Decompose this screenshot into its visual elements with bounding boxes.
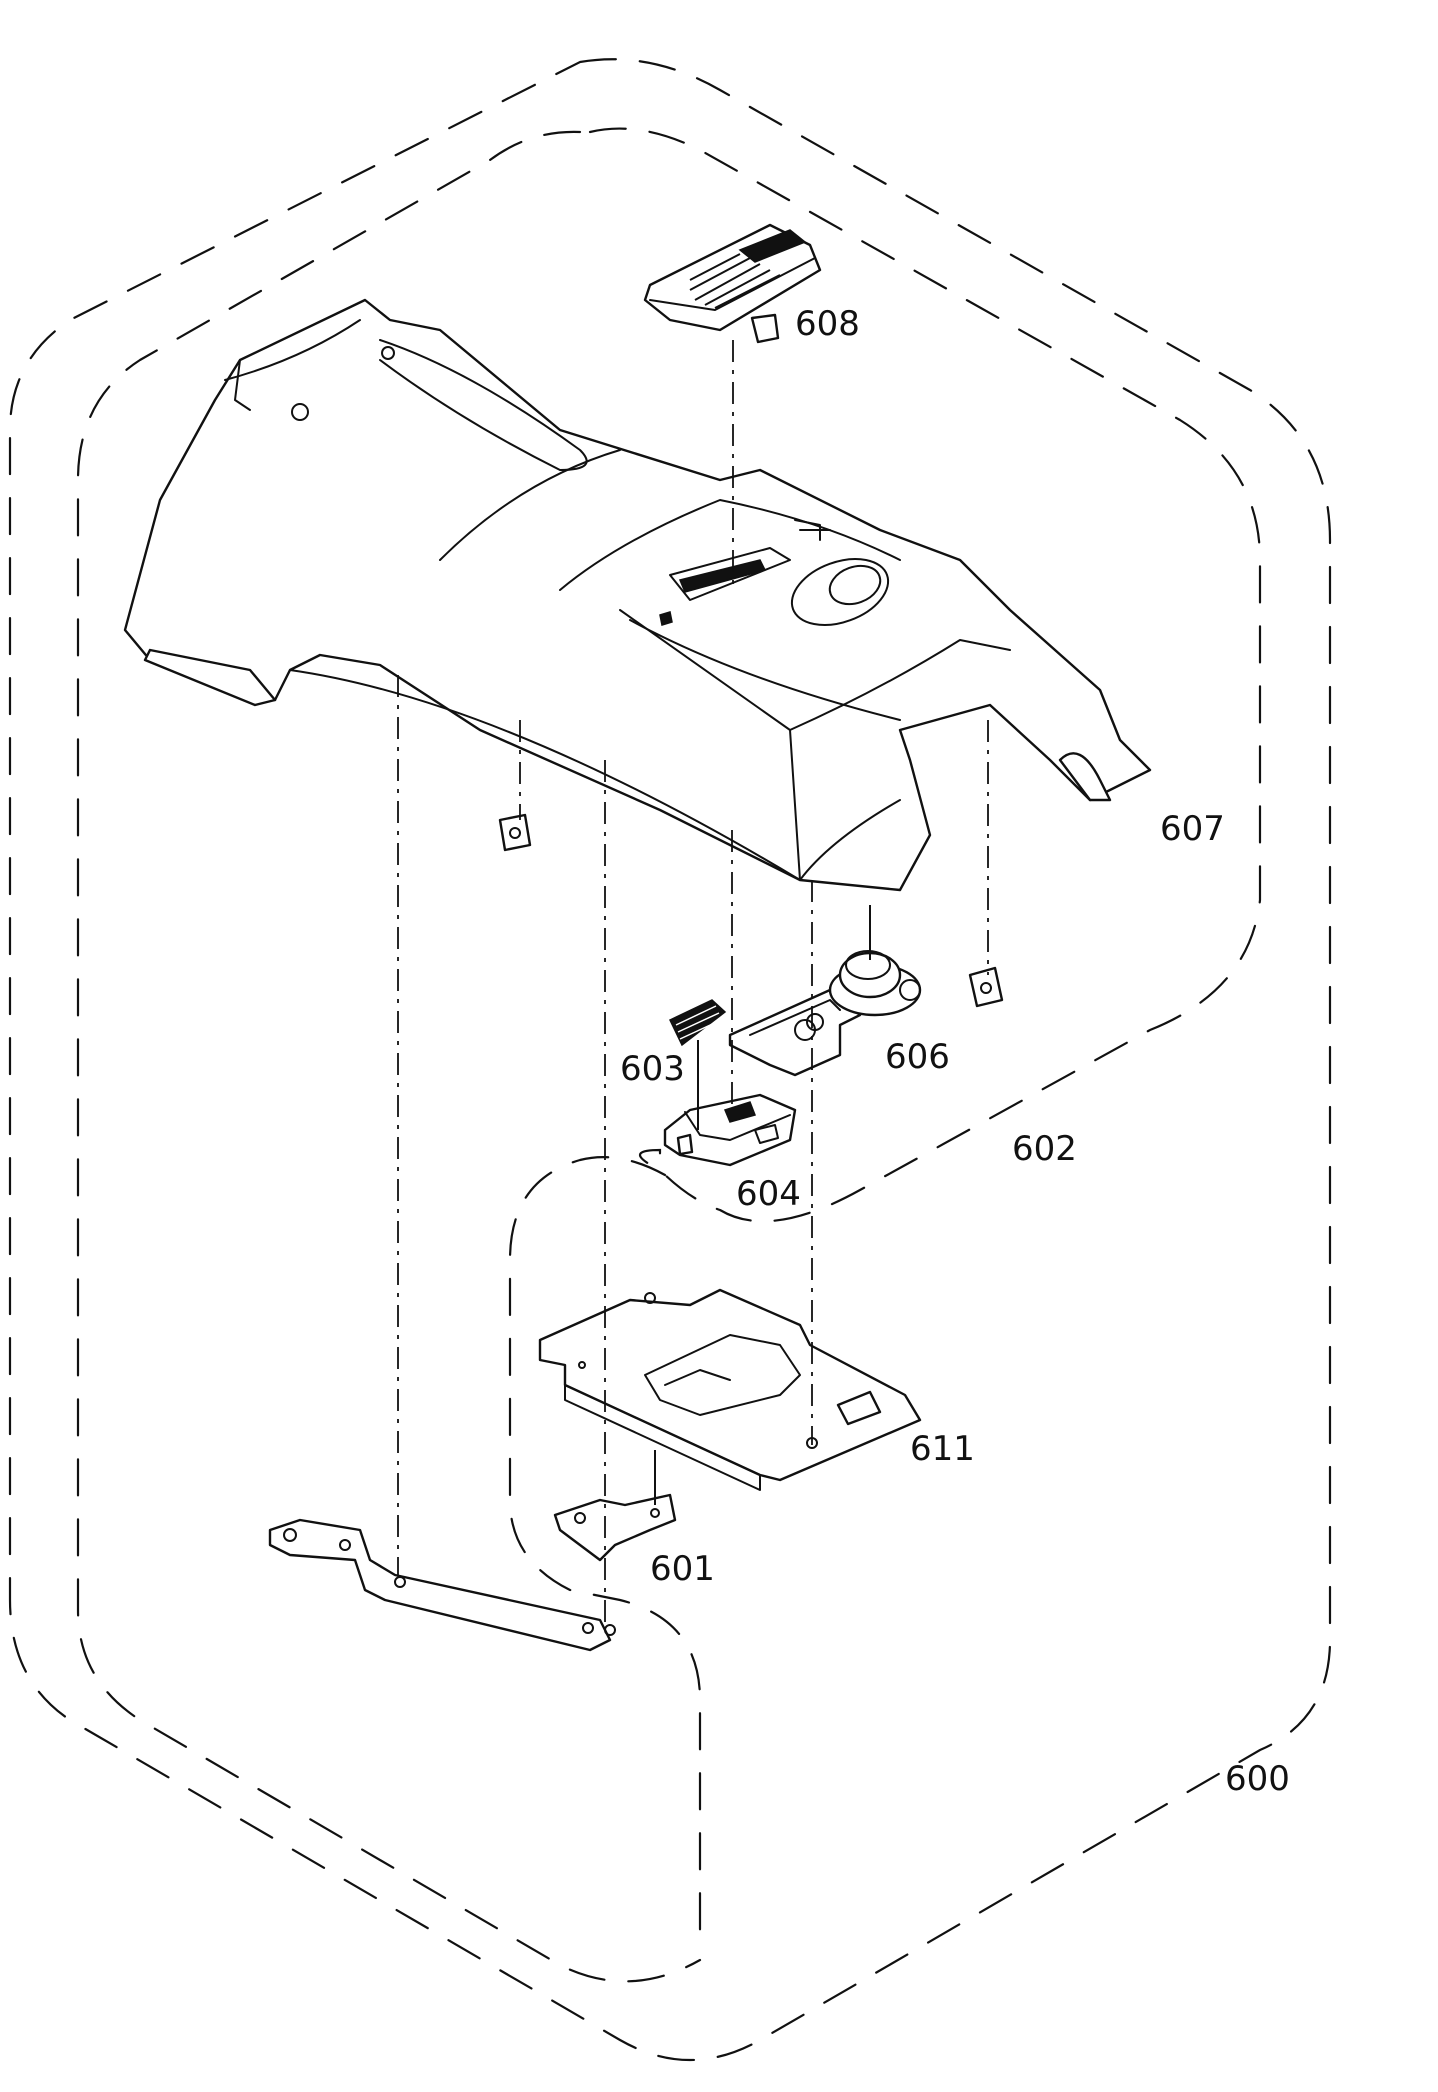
label-603: 603 — [620, 1049, 685, 1089]
base-plate-611 — [538, 1288, 922, 1491]
holder-606 — [728, 950, 922, 1077]
label-604: 604 — [736, 1174, 801, 1214]
subassembly-boundary-602 — [588, 127, 1262, 1223]
subgroup-outline-601 — [508, 1156, 702, 1952]
spring-603 — [668, 999, 727, 1047]
label-601: 601 — [650, 1549, 715, 1589]
bracket-604 — [663, 1093, 797, 1167]
button-cap-608 — [643, 223, 822, 344]
label-606: 606 — [885, 1037, 950, 1077]
square-clip-right — [968, 966, 1004, 1008]
label-611: 611 — [910, 1429, 975, 1469]
subassembly-boundary-602-left — [76, 130, 702, 1983]
assembly-boundary-600 — [8, 58, 1332, 2061]
top-cover-607 — [123, 298, 1152, 892]
label-600: 600 — [1225, 1759, 1290, 1799]
mounting-bar — [268, 1518, 616, 1652]
label-602: 602 — [1012, 1129, 1077, 1169]
label-607: 607 — [1160, 809, 1225, 849]
clip-601 — [553, 1493, 677, 1562]
square-clip-left — [498, 813, 532, 852]
label-608: 608 — [795, 304, 860, 344]
